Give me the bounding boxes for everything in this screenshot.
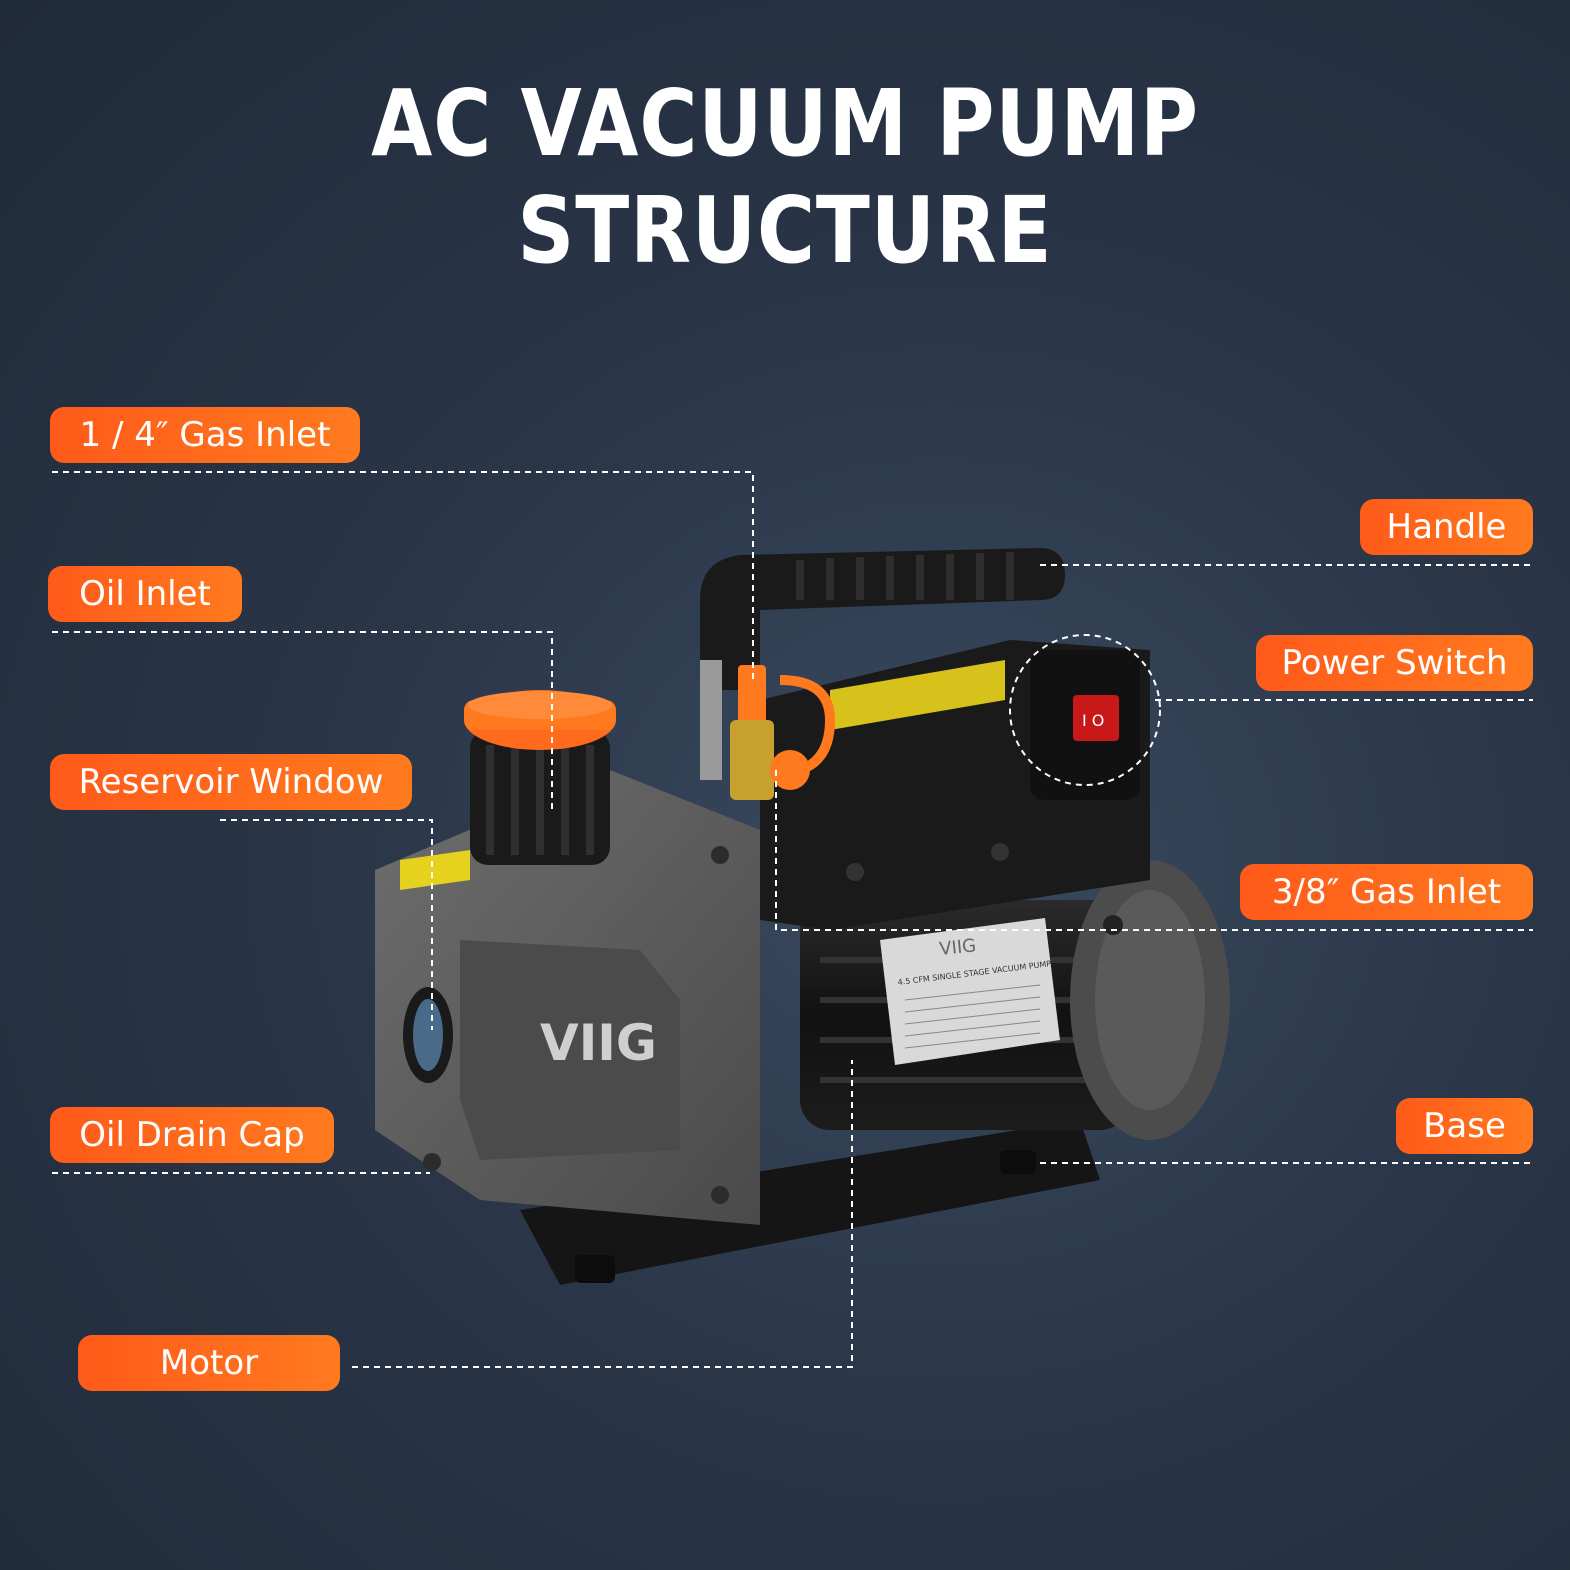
oil-inlet-cap (464, 690, 616, 865)
brand-logo: VIIG (540, 1014, 657, 1072)
gas-inlet-fittings (730, 665, 836, 800)
label-base: Base (1396, 1098, 1533, 1154)
leader-reservoir-window (220, 819, 433, 1030)
handle (700, 548, 1065, 780)
svg-text:I O: I O (1082, 711, 1104, 730)
label-handle: Handle (1360, 499, 1533, 555)
label-oil-inlet: Oil Inlet (48, 566, 242, 622)
page-title: AC VACUUM PUMP STRUCTURE (371, 70, 1199, 284)
base-plate (520, 1120, 1100, 1285)
leader-oil-inlet (52, 631, 553, 810)
power-switch: I O (1009, 634, 1161, 800)
leader-gas-inlet-quarter (52, 471, 754, 680)
label-motor: Motor (78, 1335, 340, 1391)
nameplate-brand: VIIG (938, 935, 977, 960)
label-gas-inlet-three-eighths: 3/8″ Gas Inlet (1240, 864, 1533, 920)
leader-gas-inlet-three-eighths (775, 770, 1533, 931)
leader-motor (352, 1060, 853, 1368)
reservoir-window (403, 987, 453, 1083)
nameplate: VIIG 4.5 CFM SINGLE STAGE VACUUM PUMP (880, 918, 1060, 1065)
label-oil-drain-cap: Oil Drain Cap (50, 1107, 334, 1163)
label-reservoir-window: Reservoir Window (50, 754, 412, 810)
label-power-switch: Power Switch (1256, 635, 1533, 691)
label-gas-inlet-quarter: 1 / 4″ Gas Inlet (50, 407, 360, 463)
pump-housing: VIIG (375, 770, 760, 1225)
